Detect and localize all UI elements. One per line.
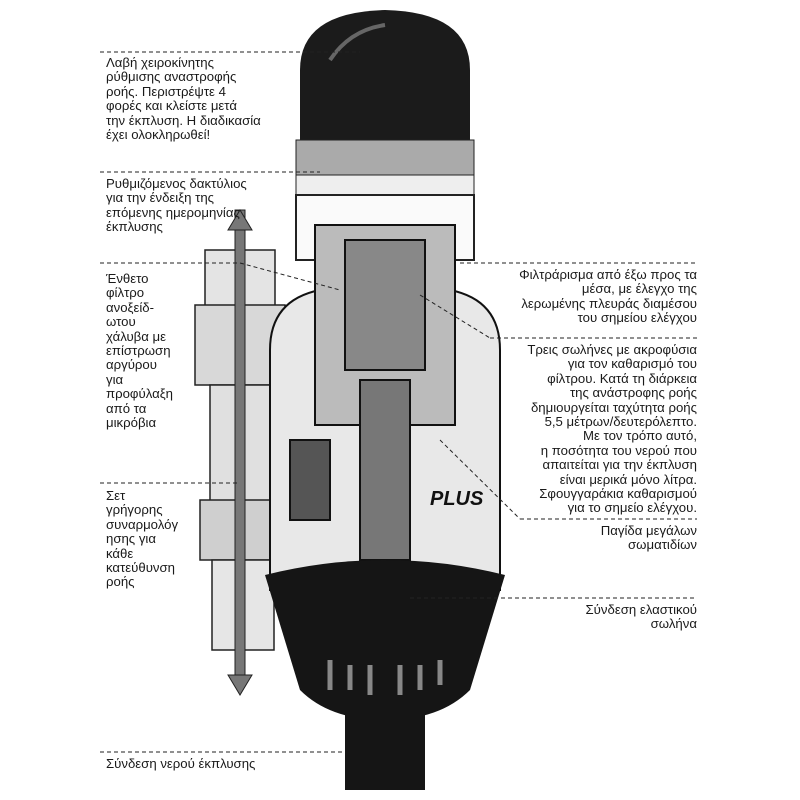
label-stainless-filter-insert: Ένθετο φίλτρο ανοξείδ- ωτου χάλυβα με επ… xyxy=(106,271,173,431)
label-quick-mount-set: Σετ γρήγορης συναρμολόγ ησης για κάθε κα… xyxy=(106,488,179,590)
handle-dome xyxy=(295,10,475,261)
label-date-ring: Ρυθμιζόμενος δακτύλιος για την ένδειξη τ… xyxy=(106,176,247,235)
product-logo: PLUS xyxy=(430,488,484,510)
flow-arrow xyxy=(227,209,253,696)
label-manual-backflush-handle: Λαβή χειροκίνητης ρύθμισης αναστροφής ρο… xyxy=(106,55,261,143)
filter-housing: PLUS xyxy=(269,224,501,591)
label-flush-water-connection: Σύνδεση νερού έκπλυσης xyxy=(106,756,256,771)
particle-trap-bowl xyxy=(265,560,505,790)
label-particle-trap: Παγίδα μεγάλων σωματιδίων xyxy=(600,523,697,553)
leader-lines xyxy=(100,51,697,753)
label-outside-in-filtration: Φιλτράρισμα από έξω προς τα μέσα, με έλε… xyxy=(519,267,697,326)
label-three-nozzle-tubes: Τρεις σωλήνες με ακροφύσια για τον καθαρ… xyxy=(527,342,697,516)
label-hose-connection: Σύνδεση ελαστικού σωλήνα xyxy=(585,602,697,632)
